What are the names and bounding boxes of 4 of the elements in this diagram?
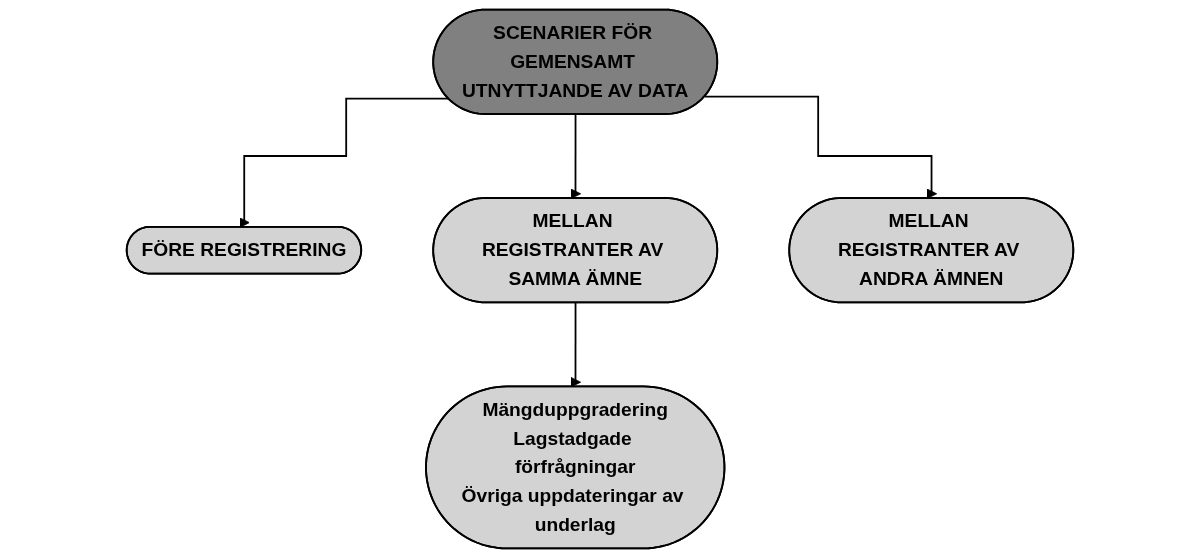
arrow (570, 113, 582, 200)
arrow (239, 97, 450, 228)
arrow (704, 95, 938, 200)
arrow (570, 302, 582, 388)
